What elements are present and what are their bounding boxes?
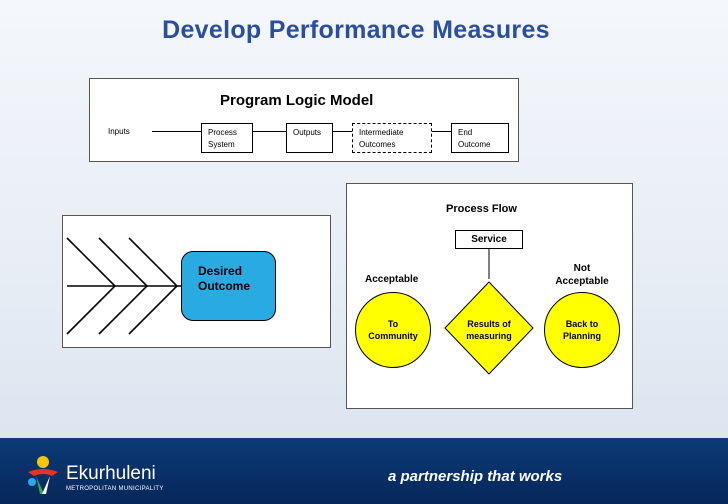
tagline: a partnership that works [388, 468, 563, 485]
box-label: Outputs [293, 128, 322, 137]
diamond-label-line: Results of [467, 319, 511, 329]
acceptable-label: Acceptable [365, 274, 419, 285]
fishbone-bone [128, 237, 179, 335]
connector-line [332, 131, 354, 132]
back-to-planning-circle: Back to Planning [544, 292, 620, 368]
fishbone-bone [98, 237, 149, 335]
to-community-circle: To Community [355, 292, 431, 368]
box-label: System [208, 140, 235, 149]
box-label: End [458, 128, 473, 137]
circle-label: Back to [565, 319, 599, 329]
page-title: Develop Performance Measures [162, 16, 550, 44]
box-label: Intermediate [359, 128, 404, 137]
label-line: Acceptable [555, 276, 609, 287]
ekurhuleni-logo-icon [28, 456, 58, 494]
outcome-label: Outcome [198, 279, 251, 293]
results-of-measuring-label: Results of measuring [455, 318, 523, 342]
box-label: Outcome [458, 140, 491, 149]
outcome-label: Desired [198, 264, 243, 278]
inputs-box: Inputs [102, 123, 152, 153]
end-outcome-box: End Outcome [451, 123, 509, 153]
connector-line [432, 131, 452, 132]
logo-subtitle: METROPOLITAN MUNICIPALITY [66, 486, 164, 492]
circle-label: Community [368, 331, 418, 341]
logo-name: Ekurhuleni [66, 463, 156, 484]
connector-line [252, 131, 286, 132]
program-logic-model-panel: Program Logic Model Inputs Process Syste… [89, 78, 519, 162]
outputs-box: Outputs [286, 123, 333, 153]
box-label: Process [208, 128, 237, 137]
process-system-box: Process System [201, 123, 253, 153]
not-acceptable-label: Not Acceptable [551, 262, 613, 288]
fishbone-bone [66, 237, 117, 335]
service-box: Service [455, 230, 523, 249]
process-flow-title: Process Flow [446, 203, 517, 215]
connector-line [152, 131, 206, 132]
footer-bar: Ekurhuleni METROPOLITAN MUNICIPALITY a p… [0, 438, 728, 504]
fishbone-bones [66, 237, 181, 335]
circle-label: To [387, 319, 399, 329]
process-flow-panel: Process Flow Service Acceptable Not Acce… [346, 183, 633, 409]
decision-diamond [444, 281, 534, 375]
box-label: Inputs [108, 127, 130, 136]
circle-label: Planning [563, 331, 601, 341]
desired-outcome-box: Desired Outcome [181, 251, 276, 321]
logo-wordmark: Ekurhuleni METROPOLITAN MUNICIPALITY [66, 463, 164, 493]
program-logic-model-title: Program Logic Model [220, 92, 374, 109]
label-line: Not [573, 263, 591, 274]
diamond-label-line: measuring [466, 331, 512, 341]
fishbone-diagram-panel: Desired Outcome [62, 215, 331, 348]
process-flow-shapes [444, 249, 534, 375]
box-label: Outcomes [359, 140, 396, 149]
intermediate-outcomes-box: Intermediate Outcomes [352, 123, 432, 153]
